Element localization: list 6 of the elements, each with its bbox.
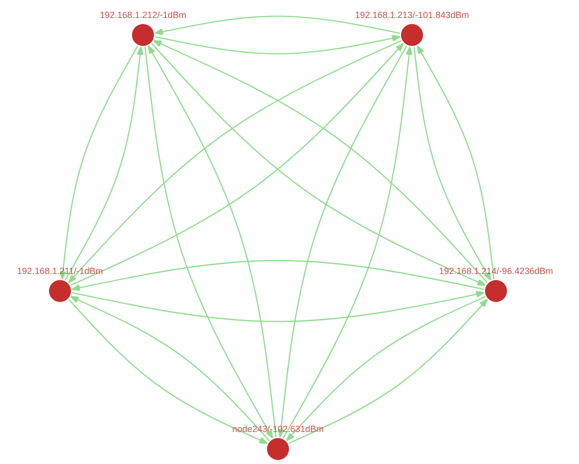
arrow	[154, 16, 400, 36]
arrow	[72, 290, 485, 322]
arrow	[154, 34, 401, 54]
arrow	[71, 260, 484, 292]
node-label: 192.168.1.212/-1dBm	[100, 10, 186, 21]
node-label: 192.168.1.213/-101.843dBm	[354, 10, 470, 21]
